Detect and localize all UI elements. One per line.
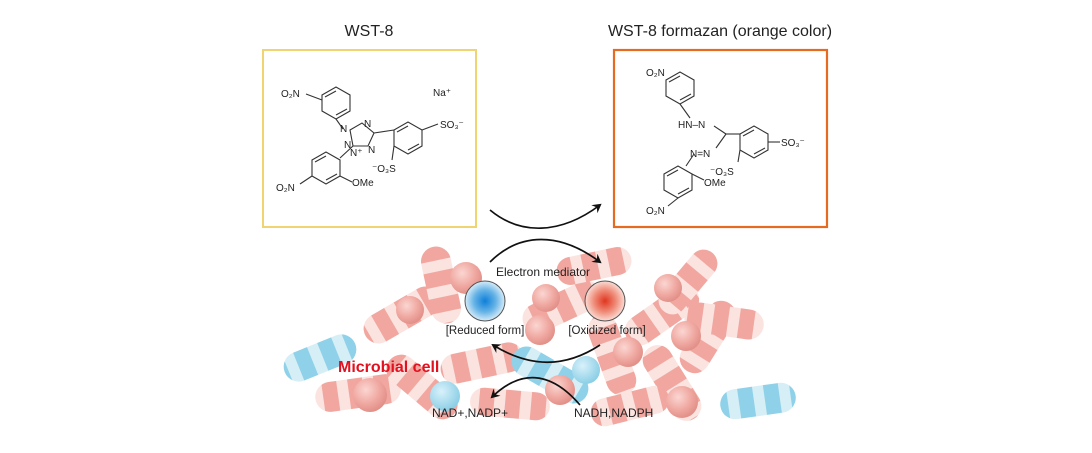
microbial-cell-label: Microbial cell: [338, 359, 439, 376]
wst8-title: WST-8: [345, 23, 394, 40]
wst8-ome: OMe: [352, 178, 374, 189]
curved-exchange-arrow-icon: [489, 203, 602, 406]
bacterium-rod: [440, 342, 524, 384]
wst8-o2n-bottom: O₂N: [276, 183, 295, 194]
bacterium-coccus: [430, 381, 460, 411]
bacterium-rod: [684, 302, 764, 340]
bacterium-coccus: [572, 356, 600, 384]
bacterium-coccus: [396, 296, 424, 324]
formazan-so3-mid: ⁻O₃S: [710, 167, 734, 178]
electron-mediator-label: Electron mediator: [496, 265, 590, 279]
bacterium-rod: [720, 382, 796, 420]
formazan-o2n-bottom: O₂N: [646, 206, 665, 217]
wst8-n-upper: N: [340, 124, 347, 135]
wst8-o2n-top: O₂N: [281, 89, 300, 100]
bacterium-rod: [590, 385, 670, 427]
formazan-frame: [612, 48, 829, 229]
bacterium-coccus: [525, 315, 555, 345]
wst8-n-plus: N⁺: [350, 148, 363, 159]
bacterium-coccus: [532, 284, 560, 312]
wst8-na: Na⁺: [433, 88, 451, 99]
bacterium-coccus: [666, 386, 698, 418]
formazan-structure: [663, 71, 780, 207]
nad-label: NAD+,NADP+: [432, 406, 508, 420]
nadh-label: NADH,NADPH: [574, 406, 653, 420]
bacterium-rod: [556, 247, 632, 285]
wst8-so3-mid: ⁻O₃S: [372, 164, 396, 175]
wst8-n-mid: N: [344, 140, 351, 151]
bacterium-coccus: [545, 375, 575, 405]
bacterium-rod: [470, 387, 550, 421]
formazan-hn-n: HN–N: [678, 120, 705, 131]
wst8-n-right: N: [364, 119, 371, 130]
formazan-o2n-top: O₂N: [646, 68, 665, 79]
bacterium-coccus: [654, 274, 682, 302]
bacterium-coccus: [613, 337, 643, 367]
reduced-mediator-icon: [464, 280, 506, 322]
reduced-form-label: [Reduced form]: [446, 325, 525, 337]
bacterium-rod: [283, 334, 357, 382]
oxidized-form-label: [Oxidized form]: [568, 325, 645, 337]
oxidized-mediator-icon: [584, 280, 626, 322]
wst8-frame: [262, 49, 477, 228]
formazan-n-n: N=N: [690, 149, 710, 160]
bacterium-rod: [421, 246, 461, 324]
microbial-cell-cluster: [283, 246, 796, 427]
wst8-so3-right: SO₃⁻: [440, 120, 464, 131]
bacterium-coccus: [671, 321, 701, 351]
formazan-title: WST-8 formazan (orange color): [608, 23, 832, 40]
bacterium-rod: [587, 314, 637, 396]
formazan-so3-right: SO₃⁻: [781, 138, 805, 149]
wst8-n-ring: N: [368, 145, 375, 156]
wst8-structure: [299, 86, 439, 185]
bacterium-coccus: [353, 378, 387, 412]
formazan-ome: OMe: [704, 178, 726, 189]
